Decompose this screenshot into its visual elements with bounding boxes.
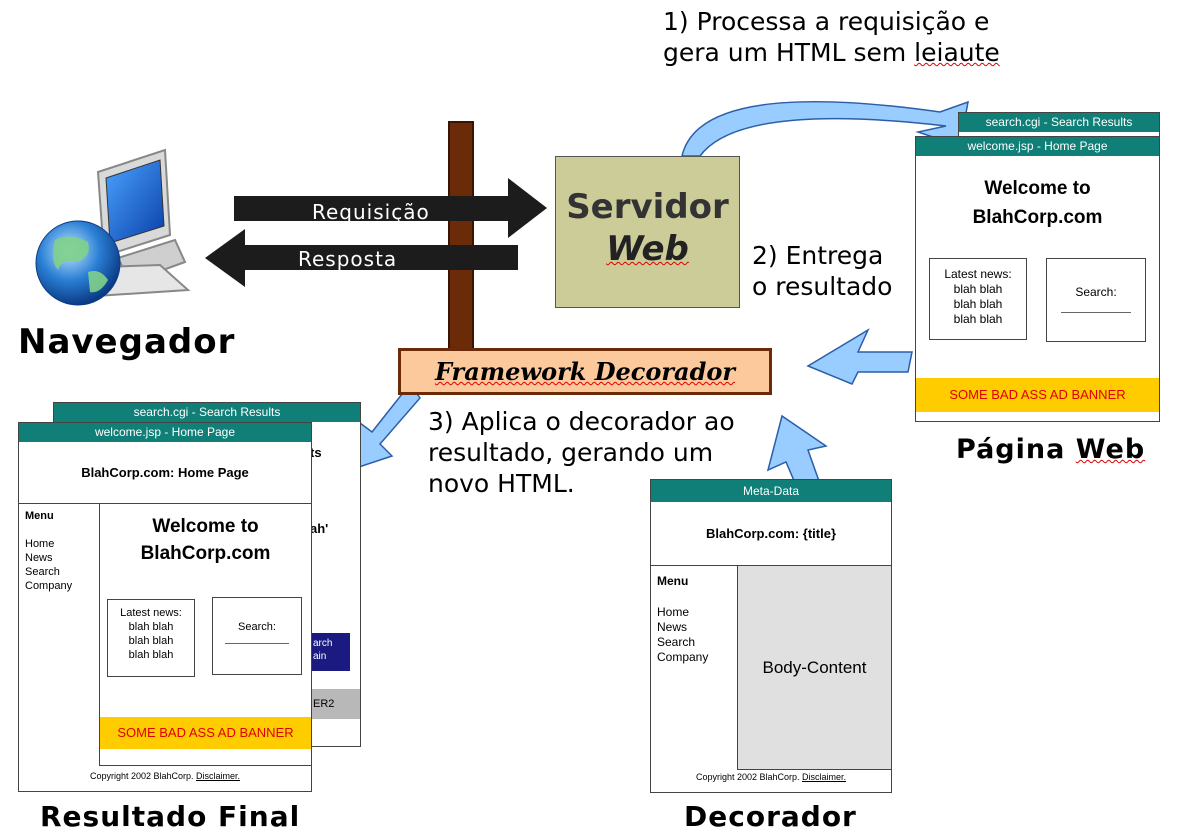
decorador-header: BlahCorp.com: {title} bbox=[651, 502, 891, 566]
resultado-back-frag5: ER2 bbox=[313, 698, 335, 710]
resultado-footer: Copyright 2002 BlahCorp. Disclaimer. bbox=[19, 771, 311, 781]
pagina-web-front-page: welcome.jsp - Home Page Welcome to BlahC… bbox=[915, 136, 1160, 422]
server-line2: Web bbox=[606, 229, 689, 269]
decorador-menu-item: Company bbox=[657, 650, 709, 664]
pagina-web-search-box: Search: bbox=[1046, 258, 1146, 342]
pagina-web-back-title: search.cgi - Search Results bbox=[959, 113, 1159, 132]
decorador-caption: Decorador bbox=[684, 800, 857, 833]
decorador-menu-item: News bbox=[657, 620, 688, 634]
resultado-search-label: Search: bbox=[238, 621, 276, 633]
resultado-back-frag3: arch bbox=[313, 638, 333, 649]
decorador-footer-link[interactable]: Disclaimer. bbox=[802, 772, 847, 782]
decorador-footer-text: Copyright 2002 BlahCorp. bbox=[695, 772, 803, 782]
resultado-news-line: blah blah bbox=[128, 621, 174, 633]
pagina-web-news-line: blah blah bbox=[953, 282, 1003, 296]
resultado-menu-item: Search bbox=[25, 566, 60, 578]
decorador-body: Body-Content bbox=[737, 566, 891, 770]
pagina-web-caption-prefix: Página bbox=[956, 434, 1076, 465]
resultado-back-frag4: ain bbox=[313, 651, 327, 662]
resultado-welcome-line2: BlahCorp.com bbox=[140, 543, 271, 564]
decorador-body-label: Body-Content bbox=[762, 658, 867, 677]
resultado-menu-item: Home bbox=[25, 538, 55, 550]
server-line1: Servidor bbox=[566, 187, 729, 227]
resultado-header: BlahCorp.com: Home Page bbox=[19, 442, 311, 504]
arrow-deliver bbox=[806, 328, 913, 385]
resultado-news-title: Latest news: bbox=[120, 607, 182, 619]
step1-line2-prefix: gera um HTML sem bbox=[663, 38, 915, 67]
server-box: Servidor Web bbox=[555, 156, 740, 308]
resultado-caption: Resultado Final bbox=[40, 800, 301, 833]
resultado-back-blue-block: arch ain bbox=[310, 633, 350, 671]
framework-label: Framework Decorador bbox=[434, 357, 736, 386]
decorador-menu-item: Home bbox=[657, 605, 690, 619]
decorador-menu-title: Menu bbox=[657, 574, 689, 588]
step1-text: 1) Processa a requisição e gera um HTML … bbox=[663, 6, 1000, 68]
request-label: Requisição bbox=[312, 200, 430, 224]
resultado-news-box: Latest news: blah blah blah blah blah bl… bbox=[107, 599, 195, 677]
step2-text: 2) Entrega o resultado bbox=[752, 240, 892, 302]
globe-icon bbox=[35, 220, 121, 306]
framework-pole bbox=[448, 121, 474, 351]
decorador-page: Meta-Data BlahCorp.com: {title} Menu Hom… bbox=[650, 479, 892, 793]
resultado-footer-text: Copyright 2002 BlahCorp. bbox=[89, 771, 197, 781]
resultado-menu-title: Menu bbox=[25, 510, 54, 522]
pagina-web-news-line: blah blah bbox=[953, 297, 1003, 311]
resultado-back-title: search.cgi - Search Results bbox=[54, 403, 360, 422]
resultado-search-box: Search: bbox=[212, 597, 302, 675]
step3-text: 3) Aplica o decorador ao resultado, gera… bbox=[428, 406, 735, 499]
step1-line2-word: leiaute bbox=[914, 38, 1000, 67]
resultado-menu: Menu Home News Search Company bbox=[25, 509, 72, 593]
decorador-title: Meta-Data bbox=[651, 480, 891, 502]
resultado-back-grey-block: ER2 bbox=[310, 689, 360, 719]
resultado-welcome: Welcome to BlahCorp.com bbox=[100, 513, 311, 567]
framework-box: Framework Decorador bbox=[398, 348, 772, 395]
resultado-search-line bbox=[225, 643, 289, 644]
pagina-web-search-line bbox=[1061, 312, 1131, 313]
pagina-web-news-line: blah blah bbox=[953, 312, 1003, 326]
response-arrow bbox=[205, 229, 518, 287]
decorador-menu-item: Search bbox=[657, 635, 696, 649]
pagina-web-welcome-line2: BlahCorp.com bbox=[972, 207, 1103, 228]
step1-line1: 1) Processa a requisição e bbox=[663, 7, 990, 36]
decorador-menu: Menu Home News Search Company bbox=[657, 574, 708, 665]
request-arrow bbox=[234, 178, 547, 238]
resultado-welcome-line1: Welcome to bbox=[152, 516, 259, 537]
resultado-front-page: welcome.jsp - Home Page BlahCorp.com: Ho… bbox=[18, 422, 312, 792]
pagina-web-news-box: Latest news: blah blah blah blah blah bl… bbox=[929, 258, 1027, 340]
resultado-footer-link[interactable]: Disclaimer. bbox=[196, 771, 241, 781]
step3-line2: resultado, gerando um bbox=[428, 438, 714, 467]
resultado-news-line: blah blah bbox=[128, 649, 174, 661]
pagina-web-welcome-line1: Welcome to bbox=[984, 178, 1091, 199]
pagina-web-caption: Página Web bbox=[956, 434, 1145, 465]
step2-line1: 2) Entrega bbox=[752, 241, 884, 270]
resultado-front-title: welcome.jsp - Home Page bbox=[19, 423, 311, 442]
pagina-web-welcome: Welcome to BlahCorp.com bbox=[916, 174, 1159, 232]
resultado-menu-item: News bbox=[25, 552, 53, 564]
step3-line1: 3) Aplica o decorador ao bbox=[428, 407, 735, 436]
pagina-web-search-label: Search: bbox=[1075, 285, 1117, 299]
resultado-banner: SOME BAD ASS AD BANNER bbox=[100, 717, 311, 749]
pagina-web-news-title: Latest news: bbox=[944, 267, 1012, 281]
step3-line3: novo HTML. bbox=[428, 469, 575, 498]
computer-icon bbox=[35, 148, 191, 306]
resultado-back-frag1: ts bbox=[310, 445, 322, 460]
step1-line2: gera um HTML sem leiaute bbox=[663, 37, 1000, 68]
step2-line2: o resultado bbox=[752, 272, 893, 301]
resultado-menu-item: Company bbox=[25, 580, 73, 592]
response-label: Resposta bbox=[298, 247, 398, 271]
navegador-label: Navegador bbox=[18, 322, 236, 362]
resultado-back-frag2: ah' bbox=[310, 521, 329, 536]
resultado-news-line: blah blah bbox=[128, 635, 174, 647]
resultado-content: Welcome to BlahCorp.com Latest news: bla… bbox=[99, 503, 311, 766]
decorador-footer: Copyright 2002 BlahCorp. Disclaimer. bbox=[651, 772, 891, 782]
pagina-web-banner: SOME BAD ASS AD BANNER bbox=[916, 378, 1159, 412]
pagina-web-front-title: welcome.jsp - Home Page bbox=[916, 137, 1159, 156]
pagina-web-caption-word: Web bbox=[1075, 434, 1146, 465]
